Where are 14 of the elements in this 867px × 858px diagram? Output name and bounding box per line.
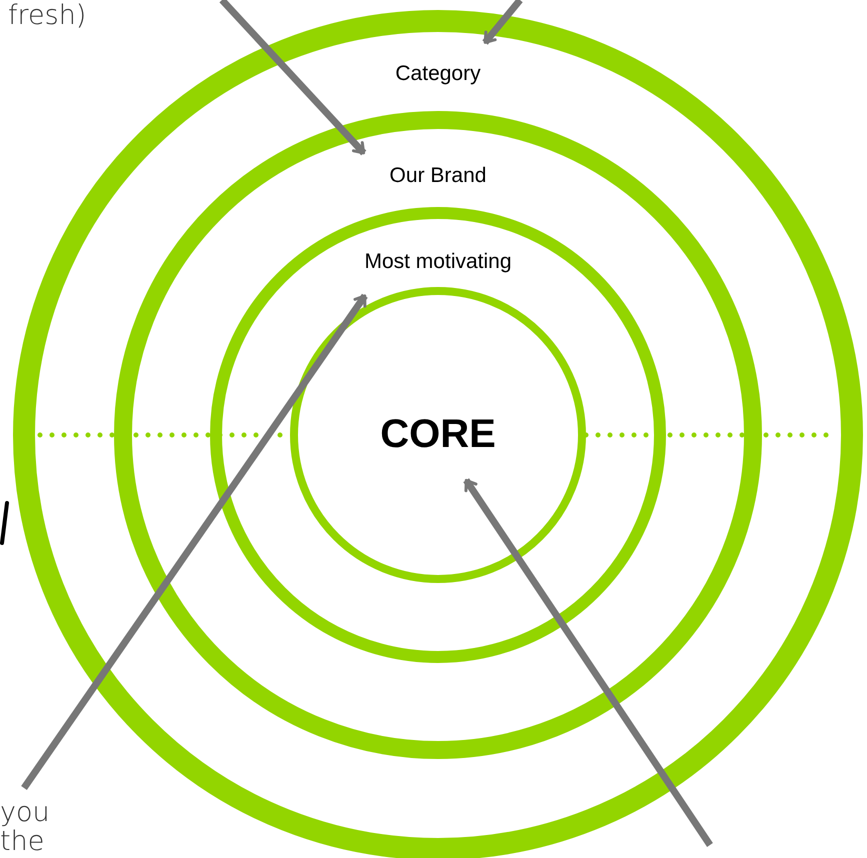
arrow	[463, 478, 713, 847]
arrow	[21, 293, 368, 790]
ring-label: Most motivating	[364, 250, 512, 274]
core-circle	[290, 287, 586, 583]
arrow	[482, 0, 523, 45]
inner-ring	[210, 207, 666, 663]
middle-ring	[114, 111, 762, 759]
text-fragment: you	[0, 797, 50, 828]
text-fragment: fresh)	[8, 0, 86, 31]
core-label: CORE	[380, 412, 496, 457]
text-fragment: the	[0, 826, 44, 857]
ring-label: Category	[395, 62, 481, 86]
arrow	[219, 0, 366, 156]
ring-label: Our Brand	[390, 164, 486, 188]
